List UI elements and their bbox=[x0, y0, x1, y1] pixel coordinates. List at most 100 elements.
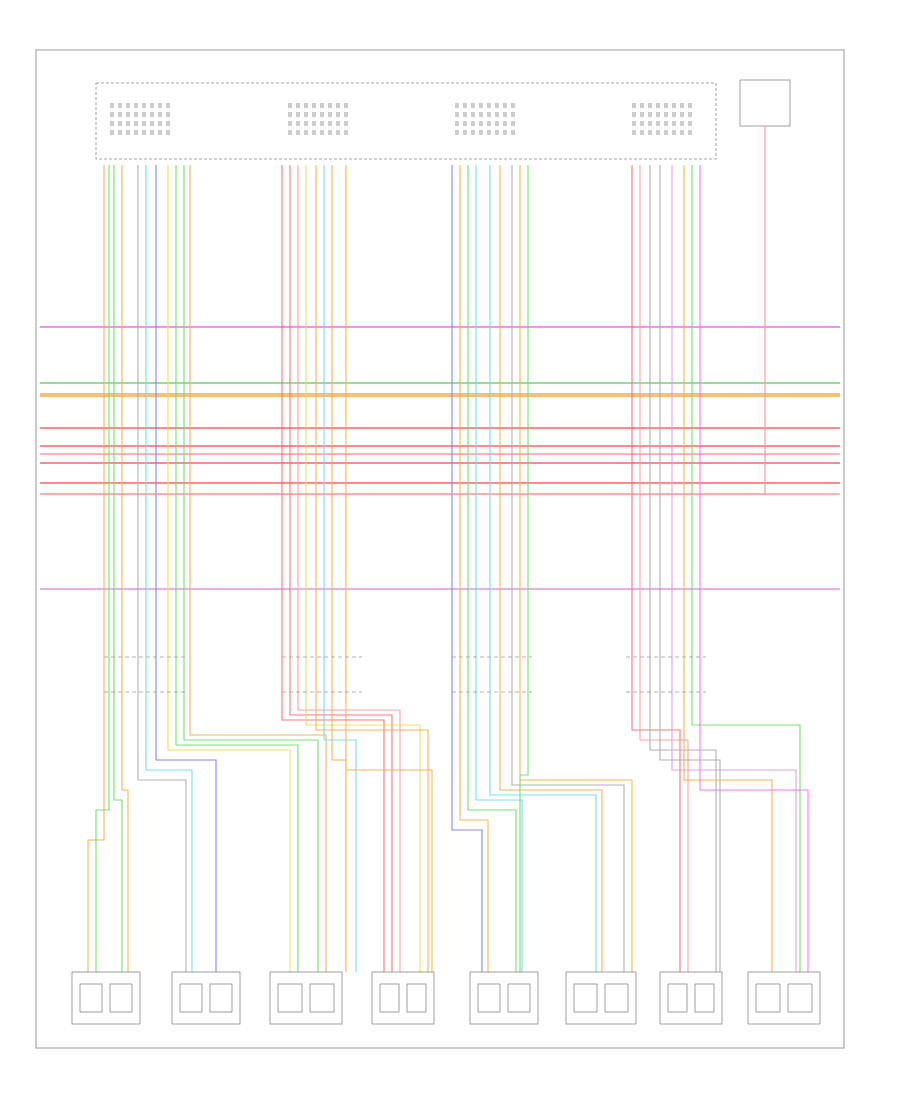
component-block bbox=[171, 971, 241, 1025]
component-cell bbox=[79, 983, 103, 1013]
module-pin bbox=[118, 112, 122, 117]
module-pin bbox=[110, 130, 114, 135]
wire bbox=[281, 165, 385, 972]
module-pin bbox=[632, 103, 636, 108]
module-pin bbox=[320, 112, 324, 117]
module-pin bbox=[471, 112, 475, 117]
module-pin bbox=[126, 130, 130, 135]
module-pin bbox=[455, 103, 459, 108]
wire bbox=[519, 165, 633, 972]
component-block bbox=[659, 971, 723, 1025]
wire bbox=[315, 165, 429, 972]
module-pin bbox=[126, 103, 130, 108]
module-pin bbox=[158, 103, 162, 108]
module-pin bbox=[455, 130, 459, 135]
module-pin bbox=[328, 121, 332, 126]
module-pin bbox=[344, 130, 348, 135]
module-pin bbox=[471, 103, 475, 108]
module-pin bbox=[126, 112, 130, 117]
module-pin bbox=[680, 121, 684, 126]
wire bbox=[475, 165, 523, 972]
module-pin bbox=[656, 121, 660, 126]
module-pin bbox=[118, 130, 122, 135]
module-pin bbox=[166, 112, 170, 117]
module-pin bbox=[495, 130, 499, 135]
module-pin bbox=[640, 121, 644, 126]
diagram-frame bbox=[35, 49, 845, 1049]
component-body bbox=[659, 971, 723, 1025]
component-body bbox=[371, 971, 435, 1025]
module-pin bbox=[288, 121, 292, 126]
module-pin bbox=[304, 121, 308, 126]
module-pin bbox=[134, 130, 138, 135]
module-pin bbox=[672, 121, 676, 126]
wire bbox=[671, 165, 797, 972]
module-pin bbox=[134, 121, 138, 126]
module-pin bbox=[158, 112, 162, 117]
module-pin bbox=[336, 121, 340, 126]
module-pin bbox=[672, 103, 676, 108]
wire bbox=[167, 165, 291, 972]
module-pin bbox=[288, 130, 292, 135]
wire bbox=[175, 165, 299, 972]
module-pin bbox=[166, 130, 170, 135]
component-cell bbox=[755, 983, 781, 1013]
component-cell bbox=[309, 983, 335, 1013]
module-pin bbox=[632, 130, 636, 135]
component-block bbox=[71, 971, 141, 1025]
horizontal-buses bbox=[40, 326, 840, 590]
module-pin bbox=[640, 130, 644, 135]
module-pin bbox=[511, 112, 515, 117]
wire bbox=[451, 165, 483, 972]
component-cell bbox=[109, 983, 133, 1013]
module-pin bbox=[344, 103, 348, 108]
component-block bbox=[469, 971, 539, 1025]
module-pin bbox=[664, 103, 668, 108]
wire bbox=[121, 165, 129, 972]
module-pin bbox=[656, 112, 660, 117]
wire bbox=[331, 165, 347, 972]
module-pin bbox=[487, 121, 491, 126]
component-cell bbox=[379, 983, 400, 1013]
fuse-box bbox=[739, 79, 791, 127]
module-pin bbox=[632, 121, 636, 126]
component-cell bbox=[179, 983, 203, 1013]
component-cell bbox=[604, 983, 629, 1013]
component-body bbox=[747, 971, 821, 1025]
module-pin bbox=[487, 103, 491, 108]
module-pin bbox=[150, 112, 154, 117]
connector-rows bbox=[104, 656, 706, 693]
module-pin bbox=[463, 130, 467, 135]
module-pin bbox=[118, 103, 122, 108]
module-pin bbox=[110, 103, 114, 108]
module-pin bbox=[479, 103, 483, 108]
module-pin bbox=[134, 103, 138, 108]
module-pin bbox=[664, 130, 668, 135]
module-pin bbox=[344, 121, 348, 126]
module-pin bbox=[664, 121, 668, 126]
module-pin bbox=[304, 103, 308, 108]
module-pin bbox=[487, 130, 491, 135]
component-cell bbox=[667, 983, 688, 1013]
module-pin bbox=[150, 121, 154, 126]
module-pin bbox=[495, 112, 499, 117]
component-block bbox=[269, 971, 343, 1025]
module-pin bbox=[463, 103, 467, 108]
module-pin bbox=[336, 103, 340, 108]
module-pin bbox=[320, 121, 324, 126]
module-pin bbox=[304, 130, 308, 135]
module-pin bbox=[158, 121, 162, 126]
module-pin bbox=[688, 103, 692, 108]
component-cell bbox=[787, 983, 813, 1013]
module-pin bbox=[495, 121, 499, 126]
module-pin bbox=[288, 112, 292, 117]
wire bbox=[489, 165, 597, 972]
component-cell bbox=[406, 983, 427, 1013]
module-pin bbox=[688, 130, 692, 135]
module-pin bbox=[312, 121, 316, 126]
module-pin bbox=[118, 121, 122, 126]
module-pin bbox=[511, 130, 515, 135]
module-pin bbox=[503, 121, 507, 126]
module-pin bbox=[142, 130, 146, 135]
wire bbox=[691, 165, 801, 972]
